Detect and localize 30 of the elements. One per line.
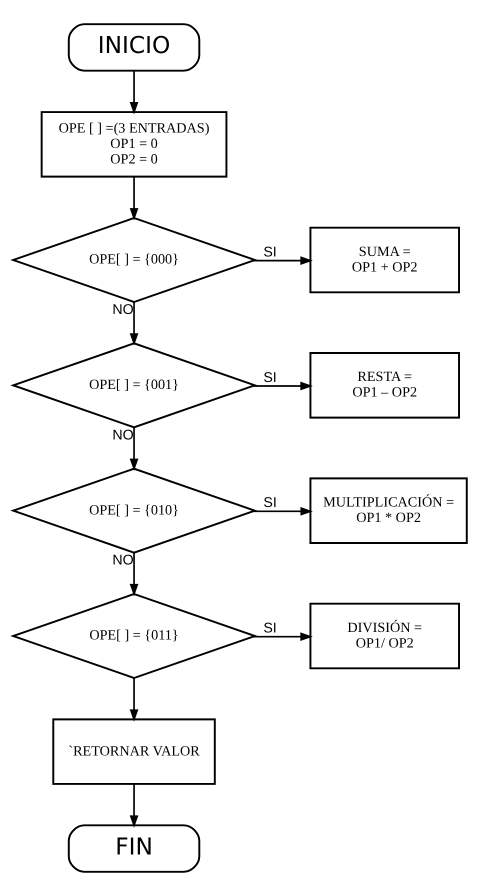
edge-label: SI [263, 494, 277, 511]
node-box: MULTIPLICACIÓN = OP1 * OP2 [309, 476, 468, 544]
node-box: `RETORNAR VALOR [52, 718, 216, 784]
edge-label: NO [112, 301, 134, 318]
node-box: OPE [ ] =(3 ENTRADAS) OP1 = 0 OP2 = 0 [40, 110, 228, 178]
edge-label: SI [263, 244, 277, 260]
edge-label: SI [263, 620, 277, 636]
arrow [130, 784, 138, 828]
arrow [253, 256, 313, 264]
arrow [130, 70, 138, 114]
arrow [130, 176, 138, 220]
arrow [130, 678, 138, 722]
node-diamond: OPE[ ] = {001} [10, 342, 258, 428]
node-diamond: OPE[ ] = {011} [10, 592, 258, 679]
node-box: INICIO [68, 22, 200, 72]
arrow [130, 552, 138, 596]
node-diamond: OPE[ ] = {010} [10, 467, 258, 554]
edge-label: NO [112, 552, 134, 568]
node-box: FIN [68, 824, 200, 872]
node-box: DIVISIÓN = OP1/ OP2 [309, 602, 460, 669]
edge-label: SI [263, 369, 277, 386]
node-diamond: OPE[ ] = {000} [10, 216, 258, 303]
node-box: SUMA = OP1 + OP2 [309, 226, 460, 293]
arrow [130, 426, 138, 471]
edge-label: NO [112, 426, 134, 443]
arrow [253, 506, 313, 516]
arrow [130, 302, 138, 346]
arrow [253, 632, 313, 640]
arrow [253, 381, 313, 390]
node-box: RESTA = OP1 – OP2 [309, 352, 460, 418]
